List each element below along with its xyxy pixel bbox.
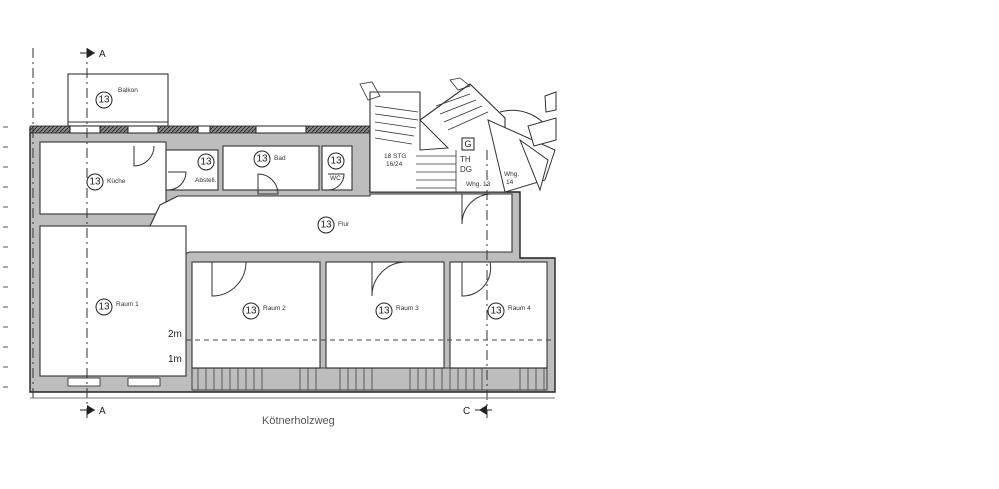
room-balkon: 13 Balkon [95,87,138,109]
height-label-lower: 1m [168,354,182,365]
level-label-bottom: DG [460,165,472,174]
section-marker-bottom-a: A [80,405,106,417]
room-number-raum4: 13 [490,306,502,317]
room-label-balkon: Balkon [118,87,138,94]
room-number-raum2: 13 [245,306,257,317]
balcony-outline [67,73,169,127]
stair-badge: G [461,137,475,151]
unit-label-whg14-a: Whg. [504,171,519,178]
kitchen-area [39,141,167,215]
street-name: Kötnerholzweg [262,415,335,427]
room-raum2: 13 Raum 2 [242,302,286,320]
stair-steps-label: 18 STG [384,153,406,160]
room-number-balkon: 13 [98,95,110,106]
room-number-raum1: 13 [98,302,110,313]
unit-label-whg13: Whg. 13 [466,181,491,188]
room-flur: 13 Flur [317,216,350,234]
section-marker-bottom-c: C [463,405,492,417]
room-label-kueche: Küche [107,178,126,185]
level-label-top: TH [460,155,471,164]
room-label-flur: Flur [338,221,350,228]
room-bad: 13 Bad [253,150,286,168]
bottom-radiator-lines [197,368,545,390]
height-label-upper: 2m [168,329,182,340]
room-label-raum4: Raum 4 [508,305,531,312]
room-raum3: 13 Raum 3 [375,302,419,320]
section-label-bottom-a: A [99,406,106,417]
room-number-abstell: 13 [200,157,212,168]
room-abstell: 13 Abstell. [195,153,217,184]
room1-area [39,225,187,377]
room-raum1: 13 Raum 1 [95,298,139,316]
room-raum4: 13 Raum 4 [487,302,531,320]
bath-area [222,145,320,191]
section-marker-top-a: A [80,48,106,60]
room-number-wc: 13 [330,156,342,167]
bottom-windows [67,367,548,391]
stair-badge-letter: G [464,139,471,149]
room-label-abstell: Abstell. [195,177,217,184]
room-wc: 13 WC [327,152,345,182]
margin-ticks [3,126,8,388]
room-number-kueche: 13 [89,177,101,188]
room-label-bad: Bad [274,155,286,162]
room-label-raum3: Raum 3 [396,305,419,312]
doors [133,145,493,297]
room-label-raum1: Raum 1 [116,301,139,308]
room-number-bad: 13 [256,154,268,165]
section-label-top-a: A [99,49,106,60]
room-label-raum2: Raum 2 [263,305,286,312]
section-label-bottom-c: C [463,406,470,417]
stairwell [359,77,557,193]
room-number-flur: 13 [320,220,332,231]
room-kueche: 13 Küche [86,173,126,191]
room-number-raum3: 13 [378,306,390,317]
stair-dims-label: 16/24 [386,161,403,168]
room-label-wc: WC [330,175,341,182]
top-windows [69,125,307,134]
unit-label-whg14-b: 14 [506,179,514,186]
